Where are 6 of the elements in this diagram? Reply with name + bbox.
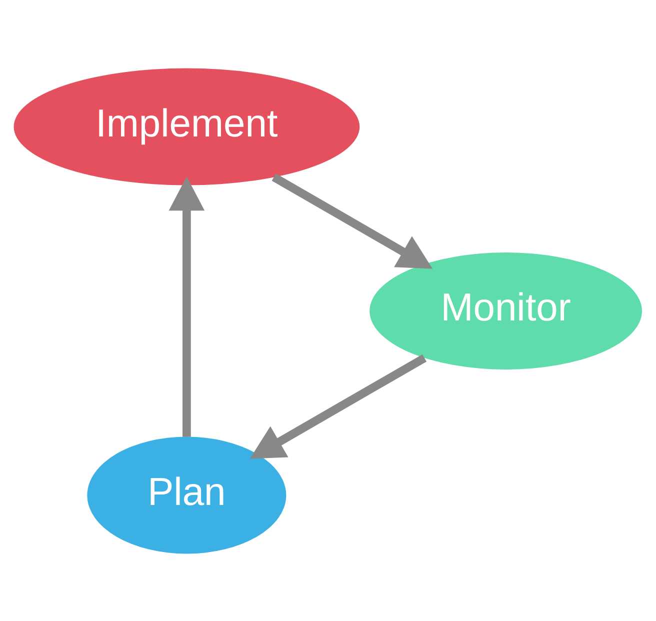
arrow <box>250 354 427 458</box>
node-ellipse: Plan <box>87 436 286 554</box>
arrow <box>272 172 433 268</box>
node-ellipse: Implement <box>14 68 360 185</box>
arrow <box>168 176 205 436</box>
node-ellipse: Monitor <box>370 252 642 369</box>
